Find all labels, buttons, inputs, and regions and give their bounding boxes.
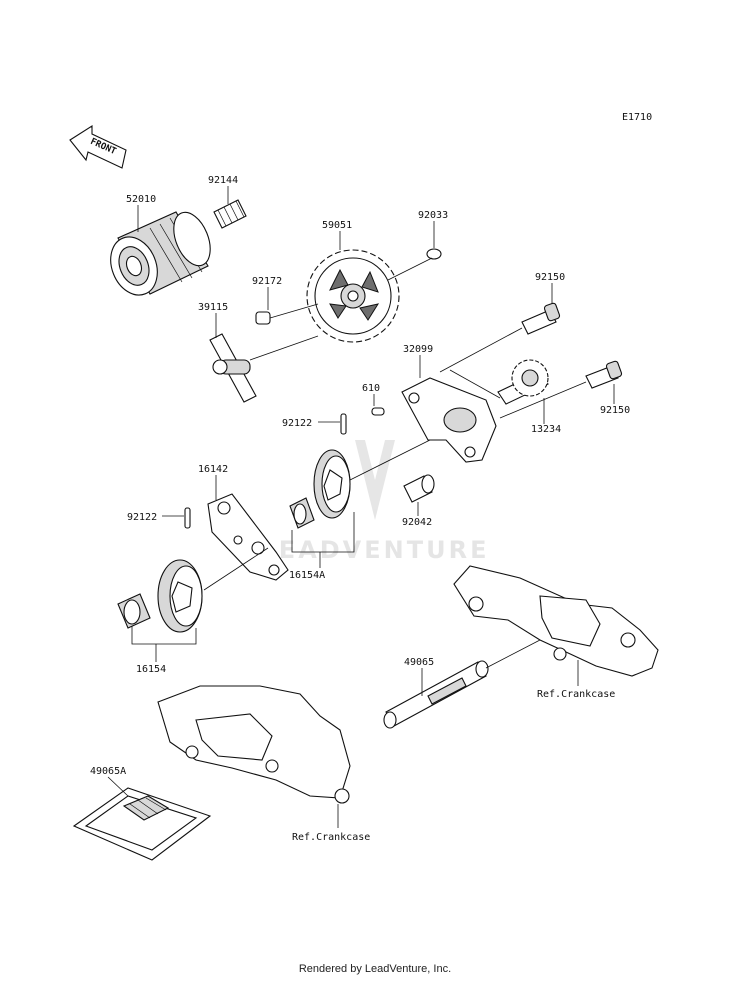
label-49065: 49065 <box>404 657 434 668</box>
outer-rotor-upper[interactable] <box>313 439 431 519</box>
label-92122-upper: 92122 <box>282 418 312 429</box>
circlip-92033[interactable] <box>387 248 442 281</box>
footer-credit: Rendered by LeadVenture, Inc. <box>298 963 452 975</box>
inner-rotor-16154[interactable] <box>117 593 151 629</box>
label-16154A: 16154A <box>289 570 325 581</box>
screen-49065A[interactable] <box>72 787 212 861</box>
label-ref-crankcase-right: Ref.Crankcase <box>537 689 615 700</box>
sprocket-59051[interactable] <box>306 249 400 343</box>
shaft-bracket-39115[interactable] <box>209 333 319 403</box>
label-ref-crankcase-bottom: Ref.Crankcase <box>292 832 370 843</box>
bolt-92150-right[interactable] <box>499 360 623 419</box>
strainer-49065[interactable] <box>383 639 541 729</box>
crankcase-fragment-right <box>453 565 659 677</box>
label-16154: 16154 <box>136 664 166 675</box>
label-92042: 92042 <box>402 517 432 528</box>
front-arrow-icon: FRONT <box>69 124 127 169</box>
label-92150-right: 92150 <box>600 405 630 416</box>
pump-cover-32099[interactable] <box>401 377 497 463</box>
inner-rotor-16154A[interactable] <box>289 497 315 529</box>
bolt-92150-top[interactable] <box>439 302 561 373</box>
label-92172: 92172 <box>252 276 282 287</box>
plate-16142[interactable] <box>207 493 289 581</box>
collar-92042[interactable] <box>403 474 435 503</box>
screw-92172[interactable] <box>255 303 319 325</box>
label-49065A: 49065A <box>90 766 126 777</box>
label-92122-lower: 92122 <box>127 512 157 523</box>
label-16142: 16142 <box>198 464 228 475</box>
pin-92122-upper[interactable] <box>340 413 347 435</box>
label-610: 610 <box>362 383 380 394</box>
crankcase-fragment-bottom <box>157 685 351 804</box>
watermark-text: LEADVENTURE <box>261 536 490 564</box>
pin-610[interactable] <box>371 407 385 416</box>
label-13234: 13234 <box>531 424 561 435</box>
gear-shaft-13234[interactable] <box>449 359 549 405</box>
diagram-code: E1710 <box>622 112 652 123</box>
label-52010: 52010 <box>126 194 156 205</box>
watermark: LEADVENTURE <box>261 440 490 564</box>
label-92033: 92033 <box>418 210 448 221</box>
label-32099: 32099 <box>403 344 433 355</box>
label-92144: 92144 <box>208 175 238 186</box>
label-59051: 59051 <box>322 220 352 231</box>
outer-rotor-lower[interactable] <box>157 547 269 633</box>
oil-filter-52010[interactable] <box>102 207 217 302</box>
label-92150-top: 92150 <box>535 272 565 283</box>
pin-92122-lower[interactable] <box>184 507 191 529</box>
label-39115: 39115 <box>198 302 228 313</box>
spring-92144[interactable] <box>213 199 247 229</box>
